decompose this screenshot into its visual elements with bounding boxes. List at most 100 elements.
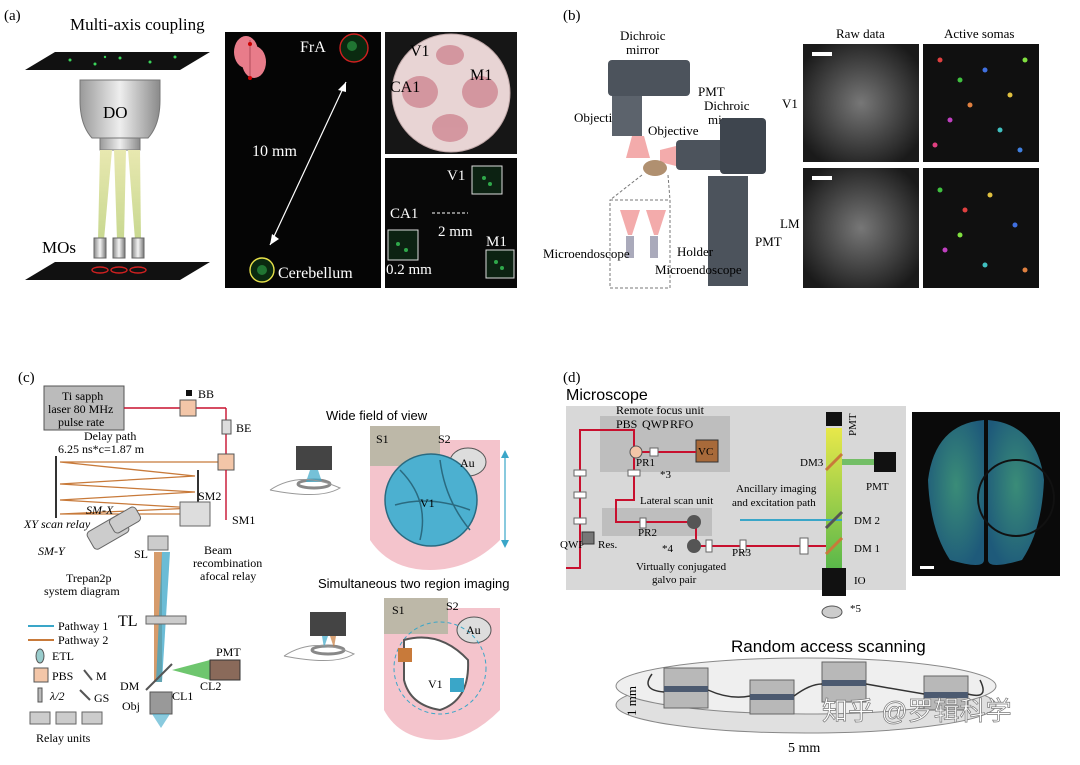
raw-data-header: Raw data: [836, 26, 885, 41]
legend-gs: GS: [94, 691, 109, 705]
do-objective: [79, 79, 161, 139]
ancillary-line2: and excitation path: [732, 497, 816, 509]
pmt-c-label: PMT: [216, 645, 241, 659]
zoom-v1-box: [471, 165, 503, 195]
beam-2: [114, 150, 126, 240]
laser-line2: laser 80 MHz: [48, 402, 113, 416]
wide-fov-title: Wide field of view: [326, 408, 428, 423]
pmt-right-box: [874, 452, 896, 472]
two-region-title: Simultaneous two region imaging: [318, 576, 510, 591]
wide-s2-label: S2: [438, 432, 451, 446]
zoom-ca1-label: CA1: [390, 206, 418, 222]
pbs-label: PBS: [616, 417, 637, 431]
virtually-line2: galvo pair: [652, 574, 697, 586]
panel-b: (b) Dichroic mirror PMT Dichroic mirror …: [543, 8, 1039, 289]
five-mm-label: 5 mm: [788, 741, 820, 756]
holder-label: Holder: [677, 244, 714, 259]
dichroic-mirror: [145, 663, 173, 691]
obj-label: Obj: [122, 699, 140, 713]
zoom-m1-box: [485, 249, 515, 279]
beam-optics-d: [573, 447, 809, 555]
pmt-2-label: PMT: [755, 234, 782, 249]
cerebellum-label: Cerebellum: [278, 265, 353, 282]
scale-02mm: 0.2 mm: [386, 262, 432, 278]
mouse-icon-d: [821, 605, 843, 619]
top-image-plane: [25, 52, 210, 70]
star4-label: *4: [662, 543, 674, 555]
two-region-scope: [283, 612, 356, 662]
mos-objectives: [93, 237, 145, 259]
two-v1-label: V1: [428, 677, 443, 691]
scan-relay-lenses: [86, 506, 142, 550]
pmt-1-label: PMT: [698, 84, 725, 99]
two-region-fov: [393, 621, 487, 715]
legend-pbs-icon: [33, 667, 49, 683]
do-objective-tip: [99, 137, 141, 151]
virtually-line1: Virtually conjugated: [636, 561, 727, 573]
brain-right-hemisphere: [988, 420, 1044, 565]
raw-lm-image: [803, 168, 919, 288]
random-access-title: Random access scanning: [731, 637, 926, 656]
microscope-head-2: [660, 118, 766, 286]
lateral-label: Lateral scan unit: [640, 495, 713, 507]
rfo-label: RFO: [670, 417, 694, 431]
qwp-d-label: QWP: [560, 539, 584, 551]
resonant-scanner: [581, 531, 595, 545]
panel-a: (a) Multi-axis coupling DO MOs: [4, 8, 517, 288]
mouse-brain-icon: [234, 36, 266, 80]
pmt-top-label: PMT: [847, 413, 859, 436]
tl-label: TL: [118, 613, 138, 630]
active-somas-header: Active somas: [944, 26, 1014, 41]
tube-lens: [145, 615, 187, 625]
bb-label: BB: [198, 387, 214, 401]
vc-label: VC: [698, 446, 713, 458]
legend-pathway1: Pathway 1: [58, 619, 108, 633]
legend-relay-units: Relay units: [36, 731, 91, 745]
row-lm-label: LM: [780, 216, 800, 231]
window-m1-label: M1: [470, 67, 492, 84]
beam-recomb-line3: afocal relay: [200, 569, 256, 583]
cranial-window: [391, 33, 511, 153]
trepan-line2: system diagram: [44, 584, 120, 598]
sm-y-label: SM-Y: [38, 544, 66, 558]
res-label: Res.: [598, 539, 618, 551]
two-region-roi-2: [450, 678, 464, 692]
pbs-d: [629, 445, 643, 459]
wide-fov-circle: [384, 453, 478, 547]
laser-box: [43, 385, 125, 431]
zoom-v1-label: V1: [447, 168, 465, 184]
two-s1-region: [384, 598, 448, 634]
objective-2-label: Objective: [648, 123, 699, 138]
somas-v1-image: [923, 44, 1039, 162]
sl-label: SL: [134, 547, 148, 561]
pbs-cube-2: [217, 453, 235, 471]
io-label: IO: [854, 575, 866, 587]
wide-fov-scope: [269, 446, 342, 496]
sm1-label: SM1: [232, 513, 255, 527]
afocal-relay: [179, 501, 211, 527]
panel-d-letter: (d): [563, 370, 581, 386]
legend-halfwave-icon: [37, 687, 43, 703]
multi-axis-title: Multi-axis coupling: [70, 15, 205, 34]
two-s2-label: S2: [446, 599, 459, 613]
beam-recomb-line2: recombination: [193, 556, 262, 570]
pbs-cube-1: [179, 399, 197, 417]
delay-line-zigzag: [59, 461, 218, 515]
star5-label: *5: [850, 603, 862, 615]
pmt-box-c: [209, 659, 241, 681]
scan-lens: [147, 535, 169, 551]
mos-label: MOs: [42, 238, 76, 257]
beam-expander: [221, 419, 232, 435]
dichroic-1-line1: Dichroic: [620, 28, 666, 43]
remote-focus-label: Remote focus unit: [616, 403, 705, 417]
legend-pbs: PBS: [52, 669, 73, 683]
do-label: DO: [103, 103, 128, 122]
dm1-label: DM 1: [854, 543, 880, 555]
distance-arrow: [269, 81, 347, 246]
legend-halfwave: λ/2: [49, 689, 65, 703]
fra-label: FrA: [300, 39, 326, 56]
somas-lm-image: [923, 168, 1039, 288]
star3-label: *3: [660, 469, 672, 481]
brain-fov-circle: [977, 459, 1055, 537]
